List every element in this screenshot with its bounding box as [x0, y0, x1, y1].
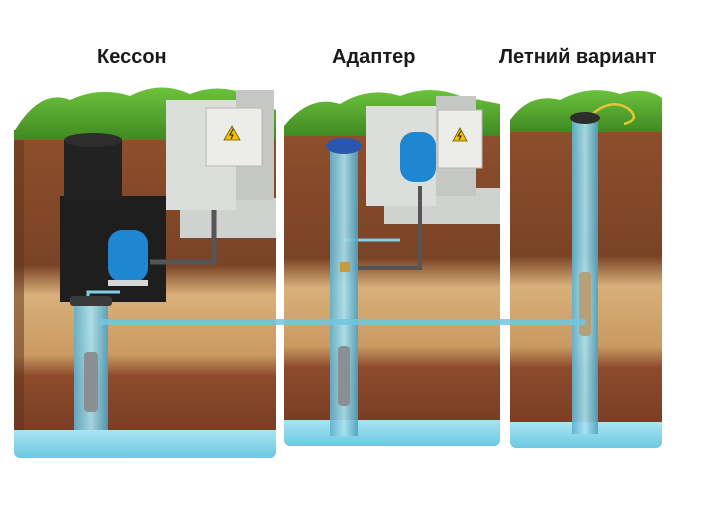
tank-base	[108, 280, 148, 286]
caisson-lid	[64, 133, 122, 147]
well-cap	[570, 112, 600, 124]
soil-side	[14, 130, 24, 430]
pump	[338, 346, 350, 406]
house-pipe	[150, 210, 217, 265]
pressure-tank	[400, 132, 436, 182]
block-summer	[510, 90, 662, 448]
adapter-fitting	[340, 262, 350, 272]
house-pipe	[344, 186, 422, 270]
well-flange	[70, 296, 112, 306]
high-voltage-warning-icon	[223, 125, 241, 141]
grass-layer	[510, 90, 662, 132]
pump	[84, 352, 98, 412]
title-kesson: Кессон	[97, 46, 167, 68]
title-summer: Летний вариант	[499, 46, 657, 68]
well-cap	[326, 138, 362, 154]
title-adapter: Адаптер	[332, 46, 416, 68]
garden-hose	[589, 103, 636, 126]
caisson-neck	[64, 140, 122, 200]
block-adapter	[284, 90, 500, 446]
pump	[579, 272, 591, 336]
pressure-tank	[108, 230, 148, 282]
block-kesson	[14, 87, 276, 458]
high-voltage-warning-icon	[452, 127, 468, 142]
water-level-line	[100, 319, 586, 325]
